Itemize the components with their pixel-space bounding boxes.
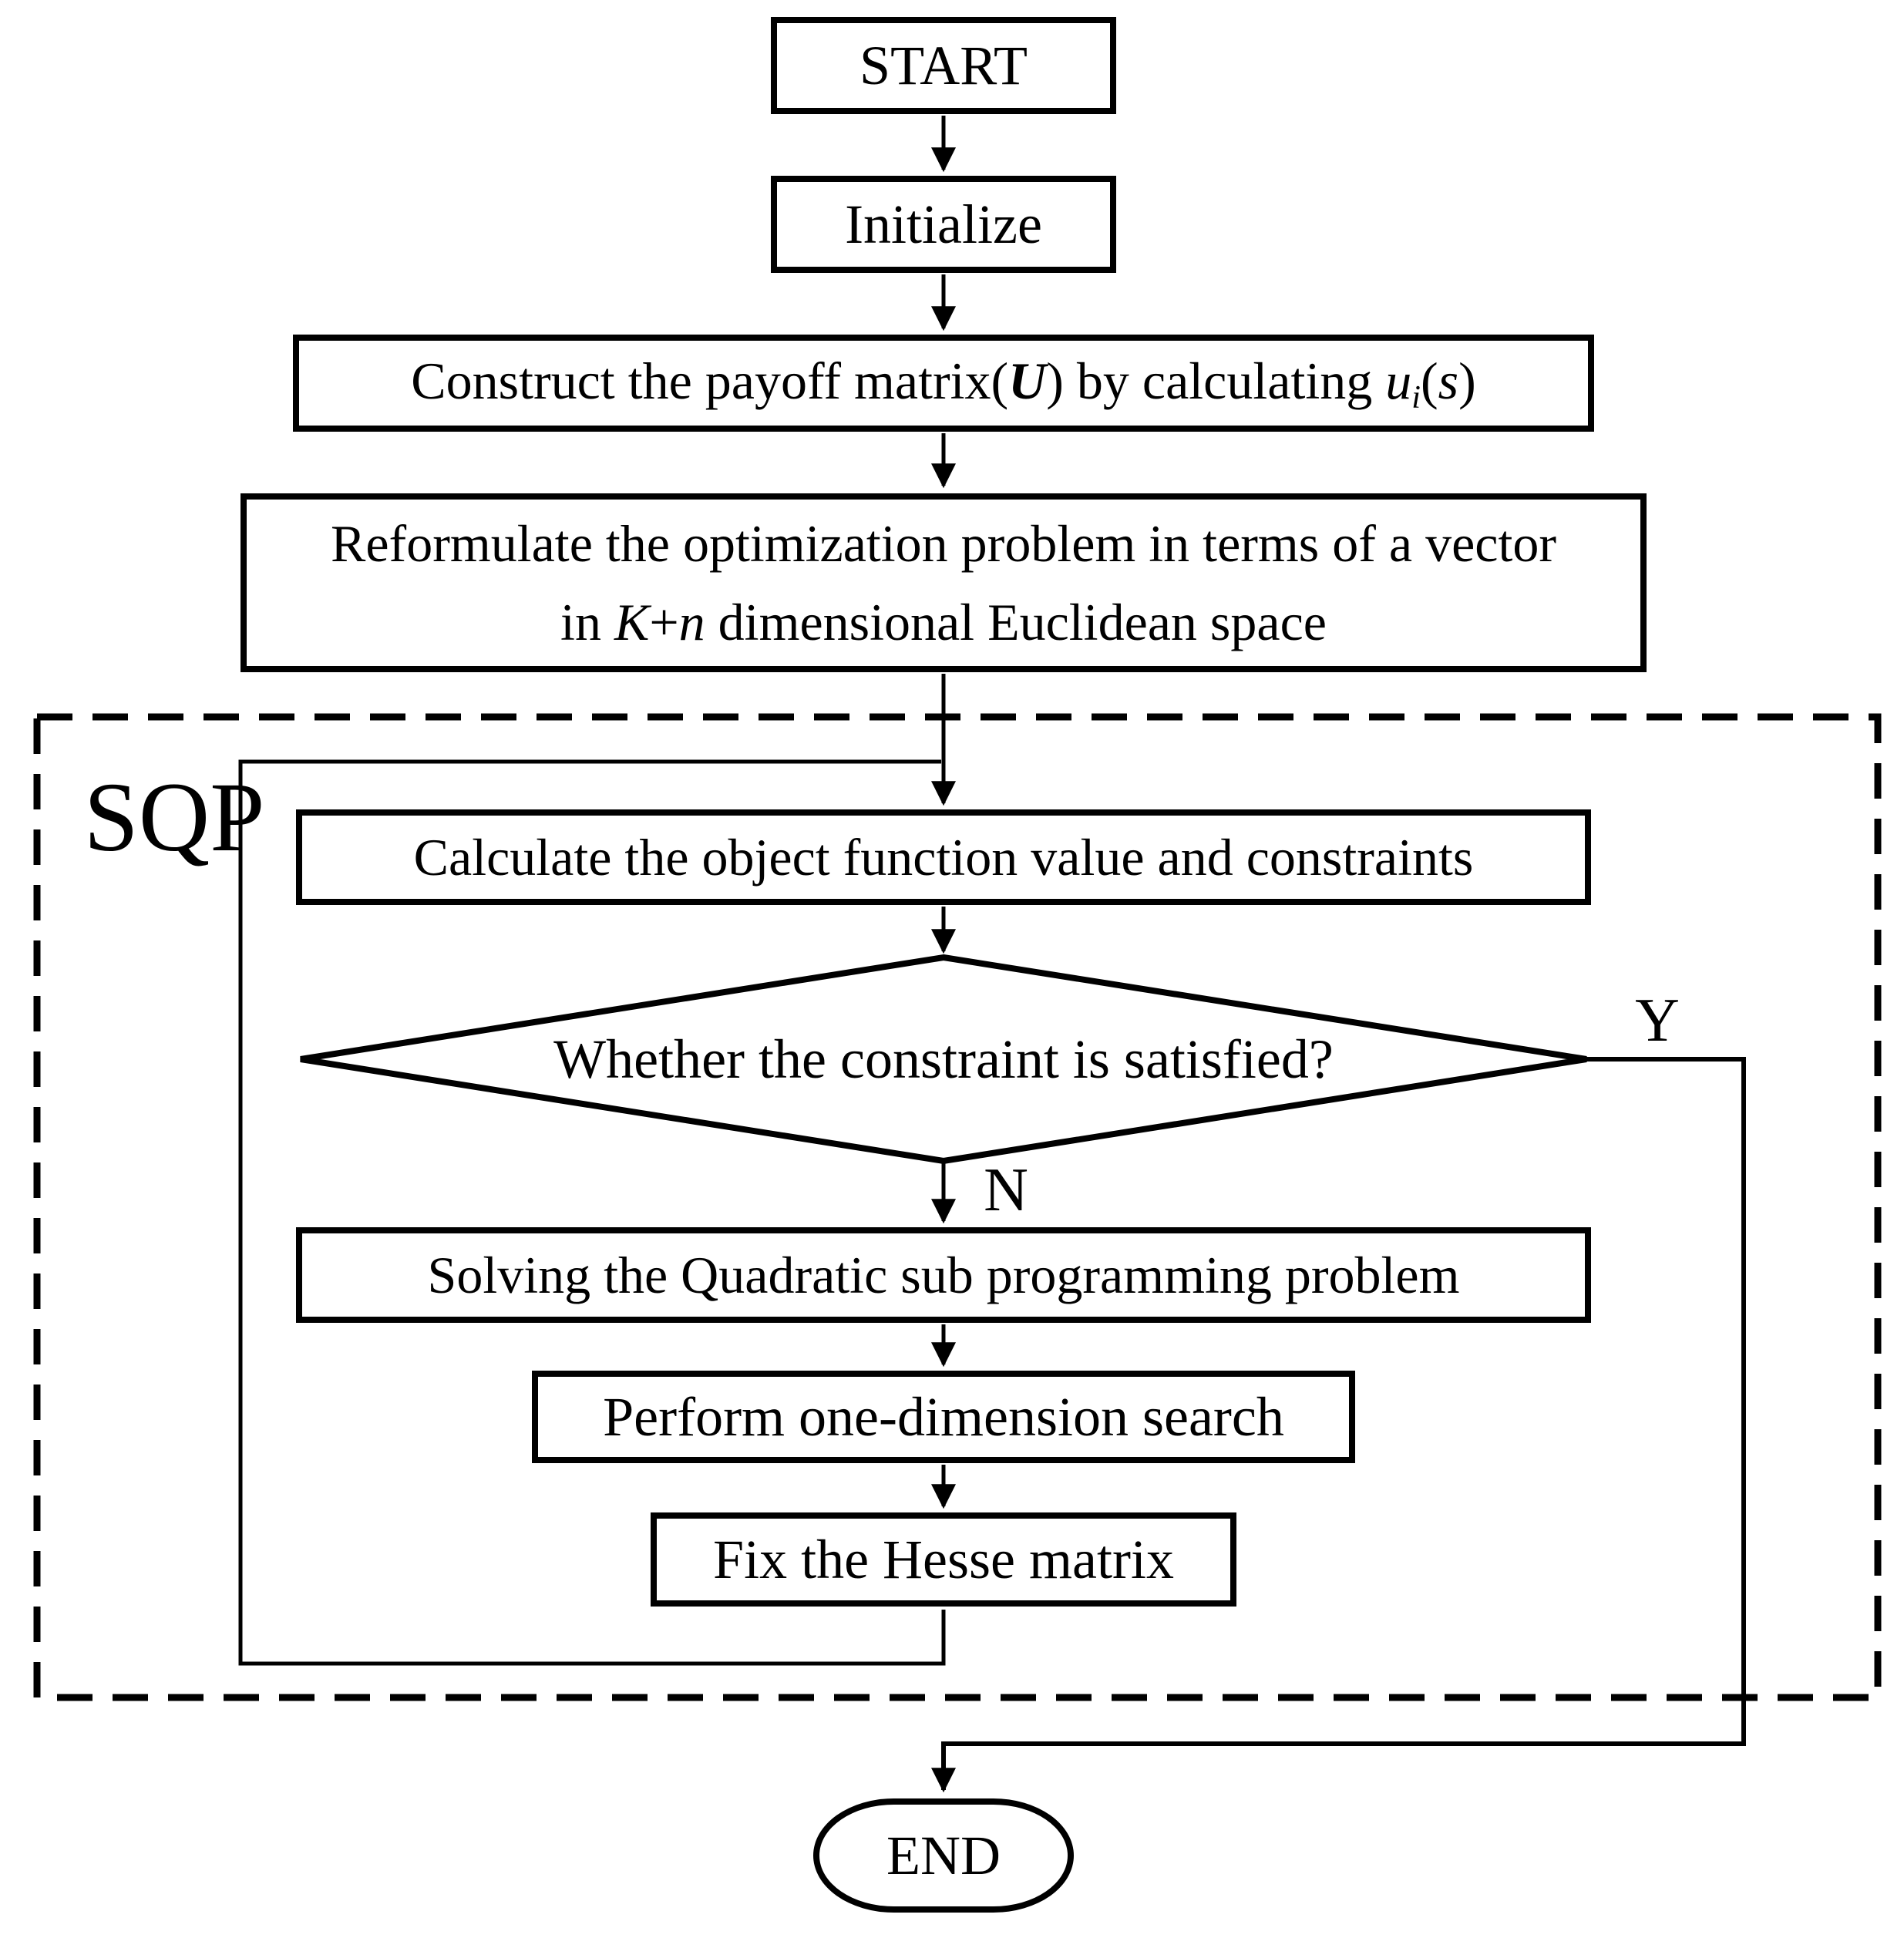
fix-hesse-node-label: Fix the Hesse matrix — [713, 1529, 1174, 1590]
args-open-paren: ( — [1420, 351, 1438, 410]
reformulate-node-label: Reformulate the optimization problem in … — [331, 504, 1556, 661]
payoff-variable: u — [1385, 351, 1412, 410]
construct-text-middle: ) by calculating — [1046, 351, 1386, 410]
perform-search-node: Perform one-dimension search — [532, 1371, 1355, 1463]
start-node-label: START — [859, 35, 1028, 96]
no-branch-label: N — [984, 1156, 1028, 1224]
calculate-node-label: Calculate the object function value and … — [413, 827, 1474, 887]
construct-payoff-matrix-node: Construct the payoff matrix(U) by calcul… — [293, 335, 1594, 432]
construct-node-label: Construct the payoff matrix(U) by calcul… — [411, 348, 1475, 418]
matrix-symbol: U — [1008, 351, 1047, 410]
perform-search-node-label: Perform one-dimension search — [603, 1386, 1284, 1448]
initialize-node: Initialize — [771, 176, 1116, 273]
args-close-paren: ) — [1458, 351, 1476, 410]
decision-node-label: Whether the constraint is satisfied? — [553, 1028, 1334, 1090]
sqp-group-dashed-border — [33, 713, 1882, 1701]
initialize-node-label: Initialize — [845, 193, 1042, 255]
dimension-k: K — [614, 593, 650, 651]
end-node-label: END — [886, 1825, 1001, 1886]
dimension-plus: + — [649, 593, 679, 651]
reformulate-node: Reformulate the optimization problem in … — [241, 493, 1647, 672]
end-node: END — [813, 1798, 1074, 1913]
fix-hesse-node: Fix the Hesse matrix — [651, 1512, 1236, 1607]
reformulate-line2-after: dimensional Euclidean space — [705, 593, 1327, 651]
sqp-group-label: SQP — [83, 762, 265, 872]
calculate-node: Calculate the object function value and … — [296, 809, 1591, 905]
loop-back-connector — [238, 759, 946, 1666]
args-variable: s — [1438, 351, 1459, 410]
construct-text-before: Construct the payoff matrix( — [411, 351, 1009, 410]
dimension-n: n — [678, 593, 705, 651]
yes-branch-connector — [931, 1057, 1746, 1793]
reformulate-line1: Reformulate the optimization problem in … — [331, 514, 1556, 573]
payoff-subscript: i — [1411, 379, 1421, 416]
solving-node: Solving the Quadratic sub programming pr… — [296, 1227, 1591, 1323]
solving-node-label: Solving the Quadratic sub programming pr… — [427, 1245, 1460, 1304]
yes-branch-label: Y — [1635, 986, 1680, 1055]
start-node: START — [771, 17, 1116, 114]
reformulate-line2-before: in — [560, 593, 614, 651]
decision-diamond-shape — [300, 954, 1587, 1165]
